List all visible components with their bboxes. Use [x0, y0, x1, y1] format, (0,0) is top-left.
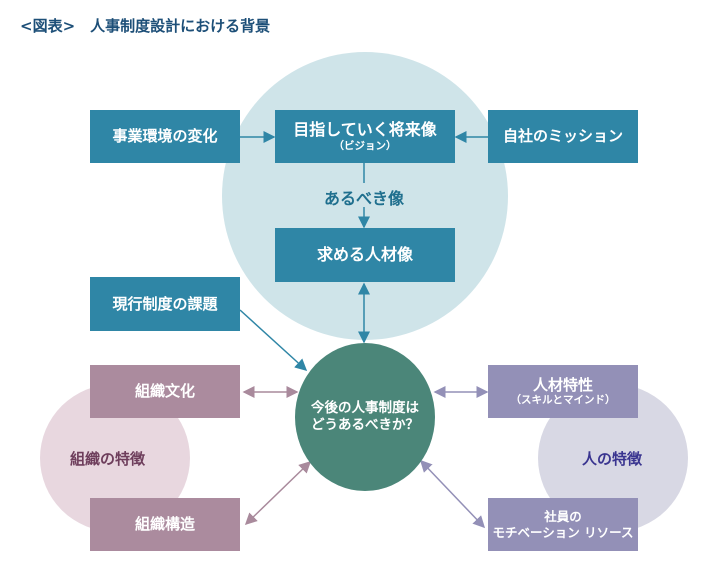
organization-label: 組織の特徴: [70, 450, 146, 468]
traits-title: 人材特性: [532, 375, 593, 394]
culture-box: 組織文化: [90, 365, 240, 418]
people-label: 人の特徴: [582, 450, 643, 468]
structure-label: 組織構造: [134, 515, 195, 534]
center-line2: どうあるべきか？: [311, 417, 419, 433]
talent-label: 求める人材像: [316, 245, 413, 264]
arrow-structure-center: [244, 460, 312, 526]
vision-title: 目指していく将来像: [293, 119, 437, 139]
vision-box: 目指していく将来像（ビジョン）: [275, 110, 455, 163]
ideal-label: あるべき像: [323, 189, 404, 208]
environment-box: 事業環境の変化: [90, 110, 240, 163]
mission-box: 自社のミッション: [488, 110, 638, 163]
figure-title: <図表> 人事制度設計における背景: [20, 17, 271, 35]
motivation-box: 社員のモチベーション リソース: [488, 498, 638, 551]
issues-label: 現行制度の課題: [112, 294, 218, 313]
motivation-line1: 社員の: [544, 508, 582, 524]
structure-box: 組織構造: [90, 498, 240, 551]
arrow-motivation-center: [419, 459, 486, 529]
traits-sub: （スキルとマインド）: [510, 394, 616, 407]
talent-box: 求める人材像: [275, 228, 455, 282]
center-line1: 今後の人事制度は: [311, 400, 419, 417]
traits-box: 人材特性（スキルとマインド）: [488, 365, 638, 418]
center-circle: 今後の人事制度はどうあるべきか？: [295, 343, 435, 491]
issues-box: 現行制度の課題: [90, 277, 240, 331]
vision-sub: （ビジョン）: [333, 139, 397, 152]
motivation-line2: モチベーション リソース: [492, 524, 634, 540]
environment-label: 事業環境の変化: [112, 127, 218, 146]
culture-label: 組織文化: [134, 382, 195, 401]
mission-label: 自社のミッション: [502, 127, 623, 146]
arrow-issues-to-center: [239, 309, 308, 372]
